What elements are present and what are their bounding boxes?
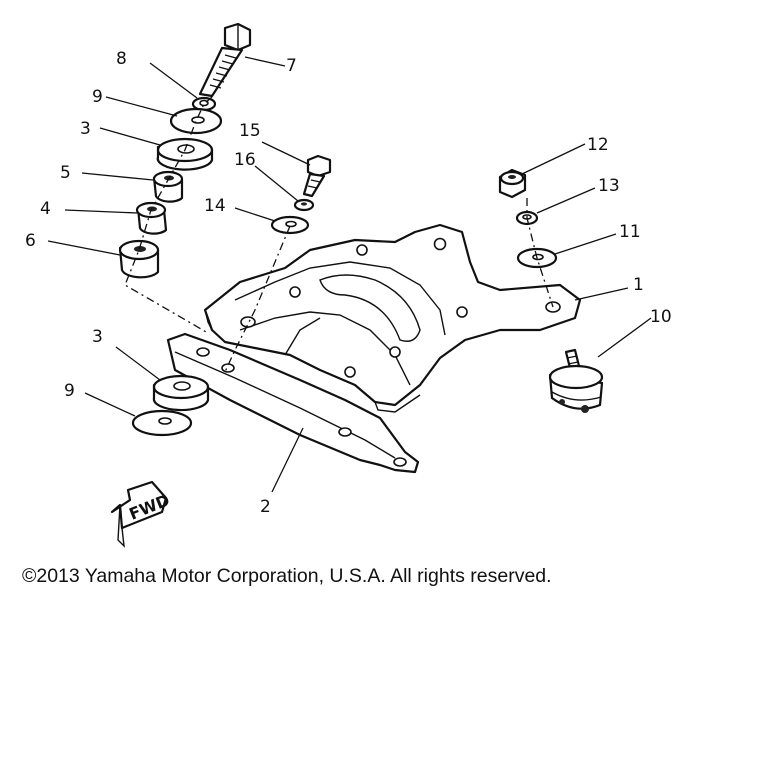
fwd-arrow: FWD [110, 480, 172, 548]
rubber-3-lower [152, 374, 210, 412]
bolt-14 [302, 154, 332, 198]
bolt-7 [198, 22, 252, 98]
callout-8: 8 [116, 49, 127, 69]
parts-diagram: FWD 8 7 9 3 15 12 16 5 13 14 4 11 6 1 10… [25, 22, 672, 548]
main-bracket [203, 223, 582, 413]
callout-15: 16 [234, 150, 256, 170]
copyright-notice: ©2013 Yamaha Motor Corporation, U.S.A. A… [22, 565, 552, 587]
callout-5: 5 [60, 163, 71, 183]
callout-16: 14 [204, 196, 226, 216]
callout-14: 15 [239, 121, 261, 141]
callout-3-upper: 3 [80, 119, 91, 139]
lower-crossbar [166, 332, 420, 474]
callout-7: 7 [286, 56, 297, 76]
lock-washer-15 [293, 198, 315, 212]
callout-9-upper: 9 [92, 87, 103, 107]
collar-5 [152, 170, 184, 203]
washer-9-lower [131, 409, 193, 437]
damper-10 [548, 348, 604, 413]
callout-13: 11 [619, 222, 641, 242]
callout-4: 4 [40, 199, 51, 219]
collar-4 [135, 201, 168, 235]
washer-16 [270, 215, 310, 235]
callout-6: 6 [25, 231, 36, 251]
rubber-3-upper [156, 137, 214, 171]
collar-6 [118, 239, 160, 279]
callout-12: 13 [598, 176, 620, 196]
callout-11: 12 [587, 135, 609, 155]
callout-3-lower: 3 [92, 327, 103, 347]
washer-9-upper [169, 107, 223, 135]
callout-2: 2 [260, 497, 271, 517]
callout-9-lower: 9 [64, 381, 75, 401]
nut-11 [498, 168, 527, 199]
callout-10: 10 [650, 307, 672, 327]
callout-1: 1 [633, 275, 644, 295]
